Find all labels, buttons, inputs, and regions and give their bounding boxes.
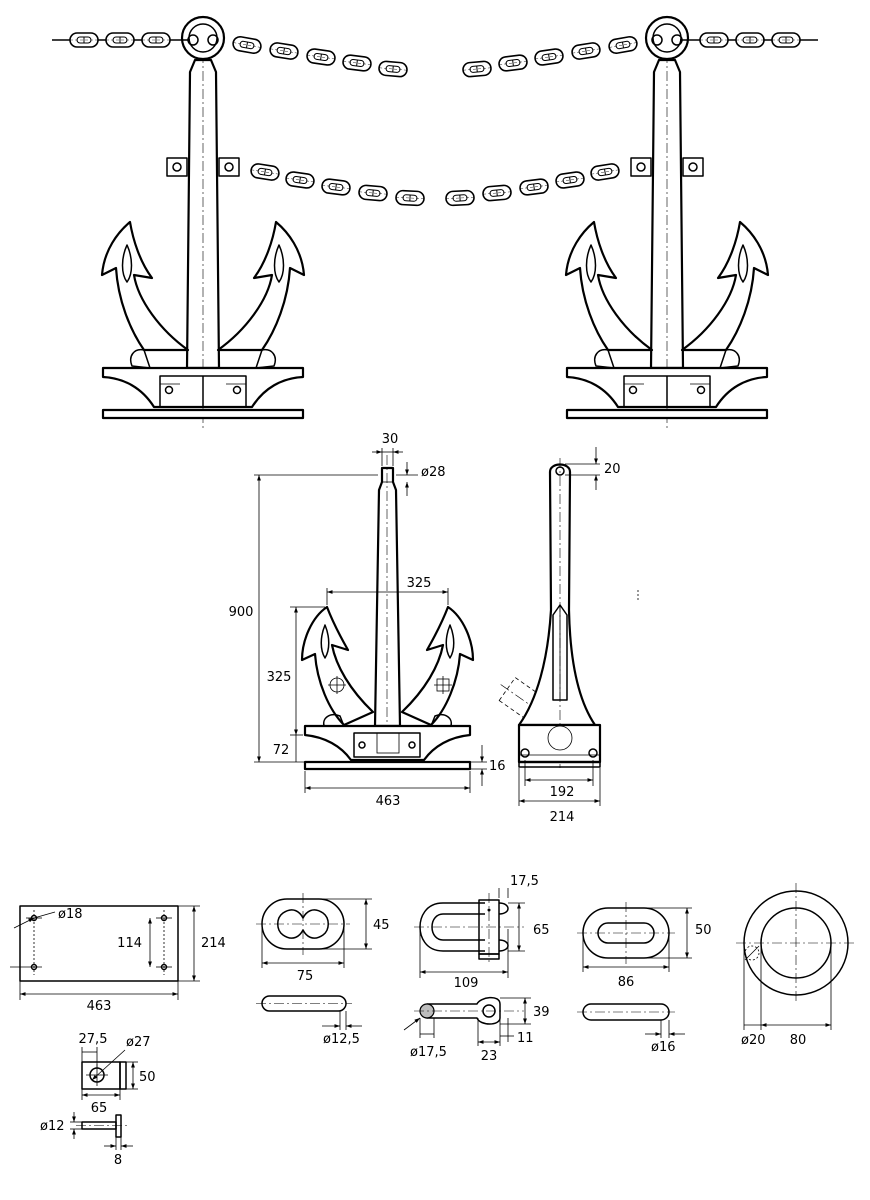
anchor-left-with-chain [52, 15, 426, 432]
dim-oval-width: 50 [695, 923, 712, 938]
side-view-dimensions: 20 192 214 [518, 447, 639, 825]
dim-shackle-bar: ø17,5 [410, 1045, 447, 1060]
dim-oval-bar: ø16 [651, 1040, 676, 1055]
dim-top-width: 30 [382, 432, 399, 447]
shackle-detail: 17,5 65 109 39 ø17,5 23 11 [403, 874, 550, 1064]
dim-shackle-eye: 23 [481, 1049, 498, 1064]
dim-bracket-hole: ø27 [126, 1035, 151, 1050]
front-view-dimensions: 30 ø28 900 325 325 72 16 463 [229, 432, 506, 809]
dim-side-hole: 20 [604, 462, 621, 477]
dim-shackle-length: 109 [454, 976, 479, 991]
dim-oval-length: 86 [618, 975, 635, 990]
dim-plate-width: 214 [201, 936, 226, 951]
dim-shackle-pin: 17,5 [510, 874, 539, 889]
dim-bolt-head: 8 [114, 1153, 122, 1168]
dim-fluke-spread: 325 [407, 576, 432, 591]
dim-ring-inner: 80 [790, 1033, 807, 1048]
bolt-detail: ø12 8 [40, 1112, 133, 1168]
dim-link-bar: ø12,5 [323, 1032, 360, 1047]
anchor-right-with-chain [444, 15, 818, 432]
anchor-front-view [300, 455, 475, 771]
dim-plate-length: 463 [87, 999, 112, 1014]
dim-bracket-offset: 27,5 [79, 1032, 108, 1047]
dim-side-outer: 214 [550, 810, 575, 825]
bracket-detail: ø27 27,5 50 65 [79, 1032, 156, 1116]
dim-link-length: 75 [297, 969, 314, 984]
dim-shackle-tip: 11 [517, 1031, 534, 1046]
dim-top-hole: ø28 [421, 465, 446, 480]
dim-link-width: 45 [373, 918, 390, 933]
dim-plate-hole: ø18 [58, 907, 83, 922]
dim-base-length: 463 [376, 794, 401, 809]
dim-shackle-height: 39 [533, 1005, 550, 1020]
dim-plate-holes-gap: 114 [117, 936, 142, 951]
dim-bolt-dia: ø12 [40, 1119, 65, 1134]
ring-detail: ø20 80 [736, 883, 856, 1048]
dim-side-inner: 192 [550, 785, 575, 800]
anchor-side-view [498, 458, 602, 768]
oval-link-detail: 50 86 ø16 [577, 902, 712, 1055]
dim-bracket-length: 65 [91, 1101, 108, 1116]
dim-shackle-width: 65 [533, 923, 550, 938]
dim-base-thickness: 16 [489, 759, 506, 774]
dim-fluke-height: 325 [267, 670, 292, 685]
dim-bracket-height: 50 [139, 1070, 156, 1085]
stud-link-detail: 45 75 ø12,5 [256, 893, 390, 1047]
base-plate-detail: ø18 114 214 463 [10, 905, 226, 1014]
dim-total-height: 900 [229, 605, 254, 620]
dim-ring-bar: ø20 [741, 1033, 766, 1048]
dim-crown-height: 72 [273, 743, 290, 758]
